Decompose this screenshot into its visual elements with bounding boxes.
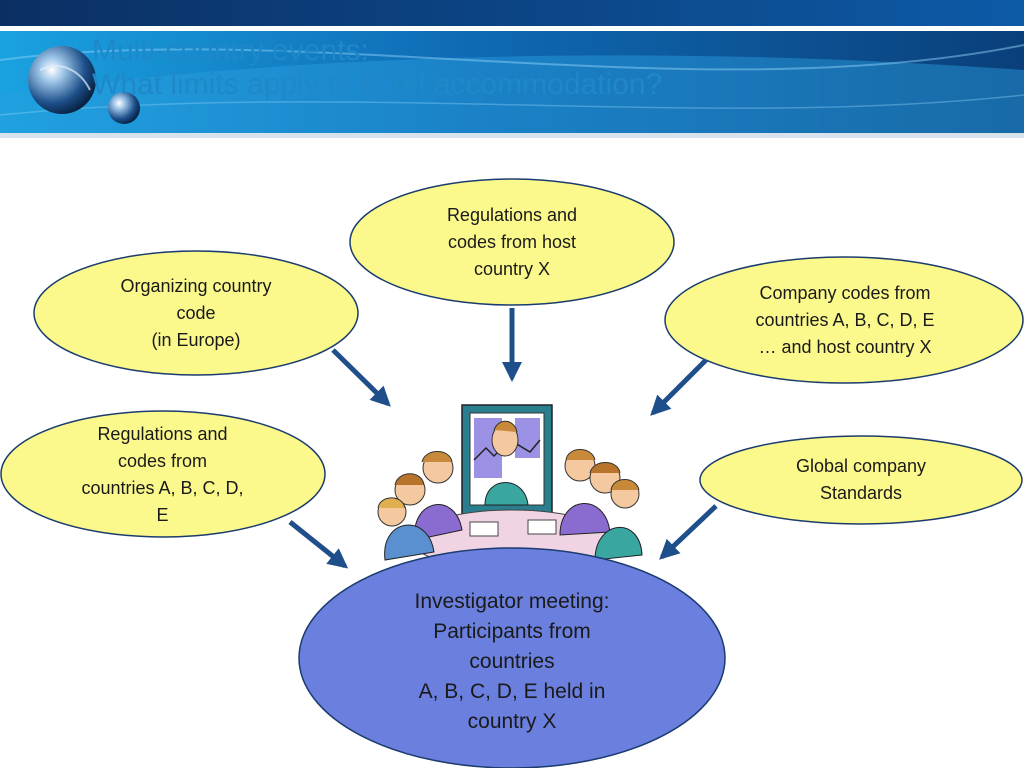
node-investigator-meeting-shape (298, 547, 726, 768)
arrow-global-to-meeting (659, 504, 718, 560)
title-line-2: What limits apply to hotel accommodation… (92, 68, 663, 101)
arrow-company-to-meeting (650, 358, 708, 416)
arrow-organizing-to-meeting (331, 348, 391, 407)
header-background (0, 0, 1024, 138)
arrow-participant-to-meeting (288, 520, 349, 569)
node-global-standards-shape (699, 435, 1023, 525)
meeting-clipart-icon (377, 404, 643, 571)
node-company-codes: Company codes from countries A, B, C, D,… (755, 282, 935, 357)
node-participant-regulations: Regulations and codes from countries A, … (81, 424, 244, 525)
title-line-1: Multi-country events: (92, 34, 369, 67)
node-host-regulations: Regulations and codes from host country … (446, 204, 578, 279)
globe-logo-icon (28, 46, 140, 124)
page-title: Multi-country events: What limits apply … (92, 34, 992, 102)
node-investigator-meeting: Investigator meeting: Participants from … (414, 590, 610, 733)
node-company-codes-shape (664, 256, 1024, 384)
node-participant-regulations-shape (0, 410, 326, 538)
node-organizing-country-shape (33, 250, 359, 376)
header-band (0, 0, 1024, 140)
node-global-standards: Global company Standards (795, 456, 927, 503)
node-host-regulations-shape (349, 178, 675, 306)
node-organizing-country: Organizing country code (in Europe) (120, 275, 272, 350)
